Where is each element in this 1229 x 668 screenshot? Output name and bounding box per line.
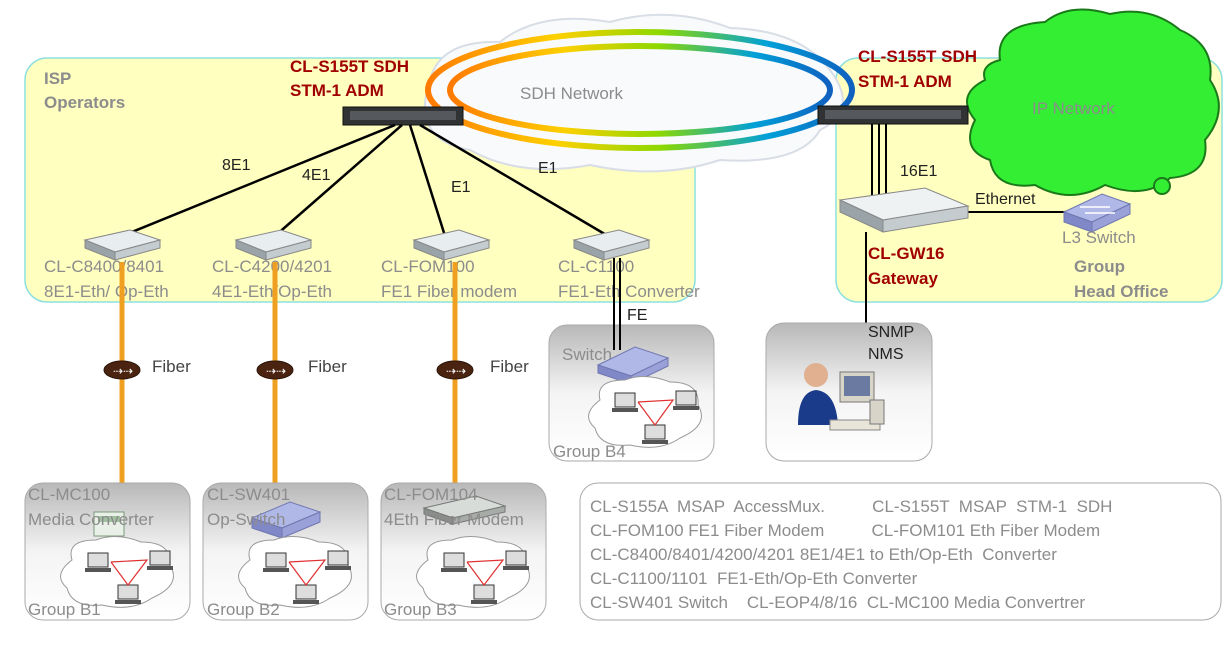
b2-net-links bbox=[288, 559, 327, 587]
switch-label: Switch bbox=[562, 345, 612, 364]
link-label-ethernet: Ethernet bbox=[975, 191, 1036, 208]
sdh-adm-left bbox=[342, 106, 464, 126]
link-label-16e1: 16E1 bbox=[900, 163, 937, 180]
head-office-line2: Head Office bbox=[1074, 282, 1168, 301]
sdh-ring-outer bbox=[425, 29, 855, 151]
b4-pc-3 bbox=[642, 424, 668, 444]
legend-line-1: CL-S155A MSAP AccessMux. CL-S155T MSAP S… bbox=[590, 497, 1112, 516]
sdh-right-line2: STM-1 ADM bbox=[858, 72, 952, 91]
device-1-line1: CL-C8400/8401 bbox=[44, 257, 164, 276]
b2-pc-1 bbox=[263, 552, 289, 572]
b1-media-converter-icon bbox=[93, 511, 125, 537]
legend-line-3: CL-C8400/8401/4200/4201 8E1/4E1 to Eth/O… bbox=[590, 545, 1057, 564]
link-e1-b bbox=[419, 123, 609, 238]
group-b3-title-2: 4Eth Fiber Modem bbox=[384, 510, 524, 529]
link-8e1 bbox=[121, 123, 396, 238]
device-4-line1: CL-C1100 bbox=[558, 257, 634, 276]
b1-net-links bbox=[110, 559, 149, 587]
link-4e1 bbox=[274, 124, 403, 237]
gateway-line2: Gateway bbox=[868, 269, 938, 288]
device-3-line2: FE1 Fiber modem bbox=[381, 282, 517, 301]
b3-pc-2 bbox=[503, 550, 529, 570]
legend-box bbox=[579, 482, 1222, 621]
svg-text:⇢⇢: ⇢⇢ bbox=[113, 364, 133, 378]
gateway-device bbox=[838, 187, 970, 233]
b1-pc-1 bbox=[85, 552, 111, 572]
fiber-connector-icon-1: ⇢⇢ bbox=[103, 360, 141, 380]
legend-line-4: CL-C1100/1101 FE1-Eth/Op-Eth Converter bbox=[590, 569, 918, 588]
link-label-e1-b: E1 bbox=[538, 160, 558, 177]
group-b3-title-1: CL-FOM104 bbox=[384, 485, 478, 504]
fiber-label-2: Fiber bbox=[308, 357, 347, 376]
isp-title-2: Operators bbox=[44, 93, 125, 112]
link-label-4e1: 4E1 bbox=[302, 167, 331, 184]
b3-pc-1 bbox=[441, 552, 467, 572]
head-office-line1: Group bbox=[1074, 257, 1125, 276]
b4-pc-2 bbox=[673, 390, 699, 410]
b1-pc-3 bbox=[115, 584, 141, 604]
device-c1100 bbox=[572, 229, 651, 261]
fiber-label-3: Fiber bbox=[490, 357, 529, 376]
device-3-line1: CL-FOM100 bbox=[381, 257, 475, 276]
ip-network-label: IP Network bbox=[1032, 99, 1115, 118]
svg-text:⇢⇢: ⇢⇢ bbox=[266, 364, 286, 378]
fiber-label-1: Fiber bbox=[152, 357, 191, 376]
b4-pc-1 bbox=[612, 392, 638, 412]
link-label-e1-a: E1 bbox=[451, 179, 471, 196]
sdh-left-line1: CL-S155T SDH bbox=[290, 57, 409, 76]
sdh-adm-right bbox=[817, 105, 969, 125]
fiber-connector-icon-2: ⇢⇢ bbox=[256, 360, 294, 380]
l3-switch bbox=[1062, 193, 1132, 233]
link-e1-a bbox=[408, 124, 447, 237]
device-fom100 bbox=[412, 229, 491, 261]
group-b4-label: Group B4 bbox=[553, 442, 626, 461]
group-b1-title-1: CL-MC100 bbox=[28, 485, 110, 504]
legend-line-5: CL-SW401 Switch CL-EOP4/8/16 CL-MC100 Me… bbox=[590, 593, 1085, 612]
group-b3-name: Group B3 bbox=[384, 600, 457, 619]
group-b2-title-2: Op-Switch bbox=[207, 510, 285, 529]
nms-operator-icon bbox=[798, 363, 885, 431]
group-b2-name: Group B2 bbox=[207, 600, 280, 619]
nms-line1: SNMP bbox=[868, 324, 914, 341]
b2-pc-3 bbox=[293, 584, 319, 604]
group-b1-title-2: Media Converter bbox=[28, 510, 154, 529]
fiber-connector-icon-3: ⇢⇢ bbox=[436, 360, 474, 380]
group-b2-title-1: CL-SW401 bbox=[207, 485, 290, 504]
sdh-network-label: SDH Network bbox=[520, 84, 623, 103]
b3-net-links bbox=[466, 559, 505, 587]
ip-network-cloud bbox=[966, 8, 1220, 196]
link-label-8e1: 8E1 bbox=[222, 157, 251, 174]
sdh-right-line1: CL-S155T SDH bbox=[858, 47, 977, 66]
nms-line2: NMS bbox=[868, 346, 904, 363]
sdh-left-line2: STM-1 ADM bbox=[290, 81, 384, 100]
device-2-line1: CL-C4200/4201 bbox=[212, 257, 332, 276]
b3-fiber-modem-icon bbox=[422, 495, 507, 525]
b3-pc-3 bbox=[471, 584, 497, 604]
device-1-line2: 8E1-Eth/ Op-Eth bbox=[44, 282, 169, 301]
b4-net-links bbox=[637, 399, 675, 427]
svg-text:⇢⇢: ⇢⇢ bbox=[446, 364, 466, 378]
device-c4200 bbox=[234, 229, 313, 261]
l3-switch-label: L3 Switch bbox=[1062, 228, 1136, 247]
sdh-ring-inner bbox=[447, 43, 833, 137]
b1-pc-2 bbox=[147, 550, 173, 570]
b2-pc-2 bbox=[325, 550, 351, 570]
legend-line-2: CL-FOM100 FE1 Fiber Modem CL-FOM101 Eth … bbox=[590, 521, 1100, 540]
isp-title-1: ISP bbox=[44, 69, 71, 88]
device-c8400 bbox=[83, 229, 162, 261]
ip-cloud-bubble bbox=[1153, 177, 1171, 195]
group-b1-name: Group B1 bbox=[28, 600, 101, 619]
fe-label: FE bbox=[627, 307, 647, 324]
device-2-line2: 4E1-Eth/Op-Eth bbox=[212, 282, 332, 301]
device-4-line2: FE1-Eth Converter bbox=[558, 282, 700, 301]
gateway-line1: CL-GW16 bbox=[868, 244, 945, 263]
b2-op-switch-icon bbox=[250, 501, 322, 539]
